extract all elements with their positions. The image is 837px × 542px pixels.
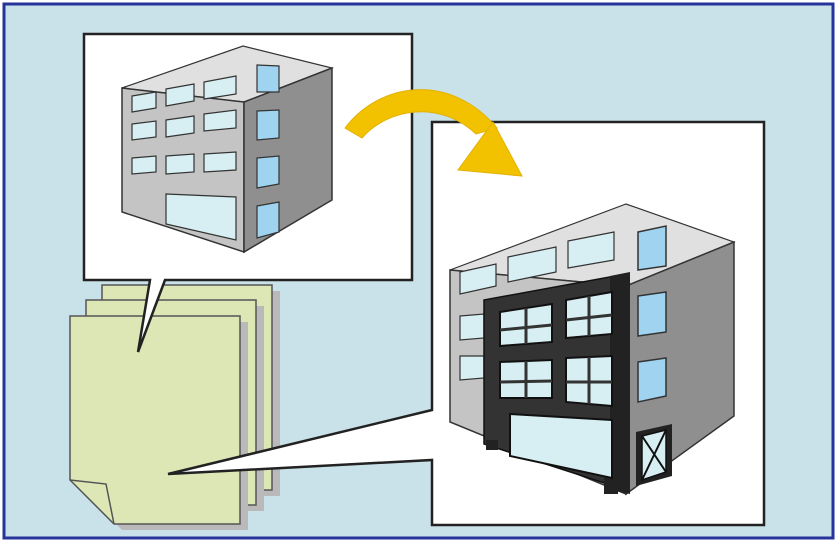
building-before-icon: [121, 45, 334, 254]
door-icon: [636, 424, 672, 486]
renovation-frame: [483, 272, 630, 494]
document-stack-icon: [69, 284, 280, 530]
curved-arrow-icon: [344, 89, 523, 177]
building-after-icon: [449, 203, 736, 496]
